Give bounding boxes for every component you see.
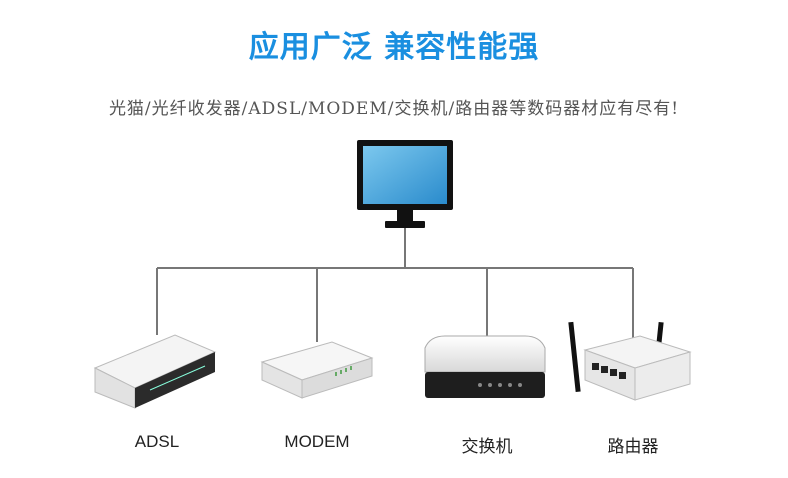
- switch-icon: [424, 335, 546, 398]
- adsl-modem-icon: [93, 334, 217, 409]
- connection-lines: [156, 228, 634, 342]
- device-label-switch: 交换机: [461, 437, 513, 456]
- headline: 应用广泛 兼容性能强: [248, 30, 540, 65]
- device-label-router: 路由器: [607, 437, 659, 456]
- modem-icon: [260, 341, 374, 399]
- device-label-adsl: ADSL: [134, 432, 180, 451]
- router-icon: [568, 321, 692, 401]
- device-label-modem: MODEM: [284, 432, 350, 451]
- subheadline: 光猫/光纤收发器/ADSL/MODEM/交换机/路由器等数码器材应有尽有!: [108, 99, 680, 119]
- monitor-icon: [357, 140, 453, 228]
